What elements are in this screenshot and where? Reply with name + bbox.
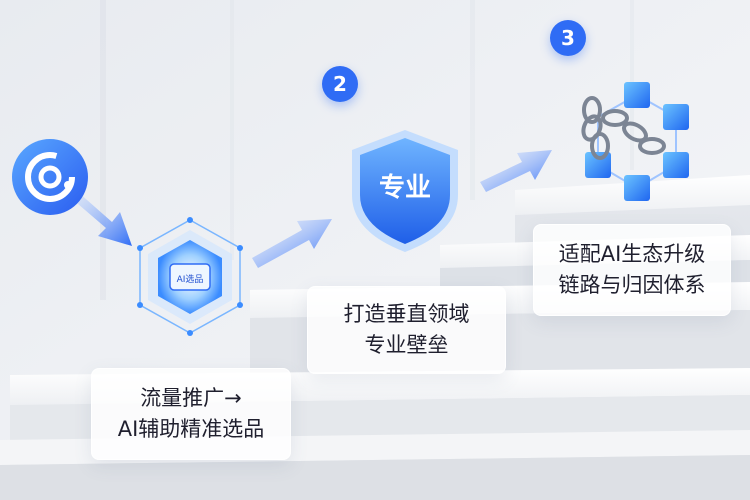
shield-icon: 专业 bbox=[352, 130, 458, 252]
shield-label: 专业 bbox=[379, 173, 431, 203]
step-3-card: 适配AI生态升级 链路与归因体系 bbox=[533, 224, 731, 316]
arrow-3-icon bbox=[480, 150, 552, 192]
step-2-line-2: 专业壁垒 bbox=[364, 333, 449, 357]
step-3-badge: 3 bbox=[550, 20, 586, 56]
step-1-line-1: 流量推广→ bbox=[140, 386, 242, 410]
step-3-line-1: 适配AI生态升级 bbox=[558, 242, 706, 266]
step-1-card: 流量推广→ AI辅助精准选品 bbox=[91, 368, 291, 460]
arrow-2-icon bbox=[252, 219, 332, 268]
step-2-card: 打造垂直领域 专业壁垒 bbox=[307, 286, 506, 374]
step-3-line-2: 链路与归因体系 bbox=[558, 273, 706, 297]
ai-selection-hexagon-icon: AI选品 bbox=[137, 217, 243, 336]
logo-icon bbox=[12, 139, 88, 215]
arrow-1-icon bbox=[64, 185, 132, 246]
step-2-line-1: 打造垂直领域 bbox=[343, 302, 470, 326]
chain-network-icon bbox=[581, 82, 689, 201]
ai-selection-label: AI选品 bbox=[177, 273, 204, 285]
step-1-line-2: AI辅助精准选品 bbox=[117, 417, 265, 441]
step-2-badge: 2 bbox=[322, 66, 358, 102]
